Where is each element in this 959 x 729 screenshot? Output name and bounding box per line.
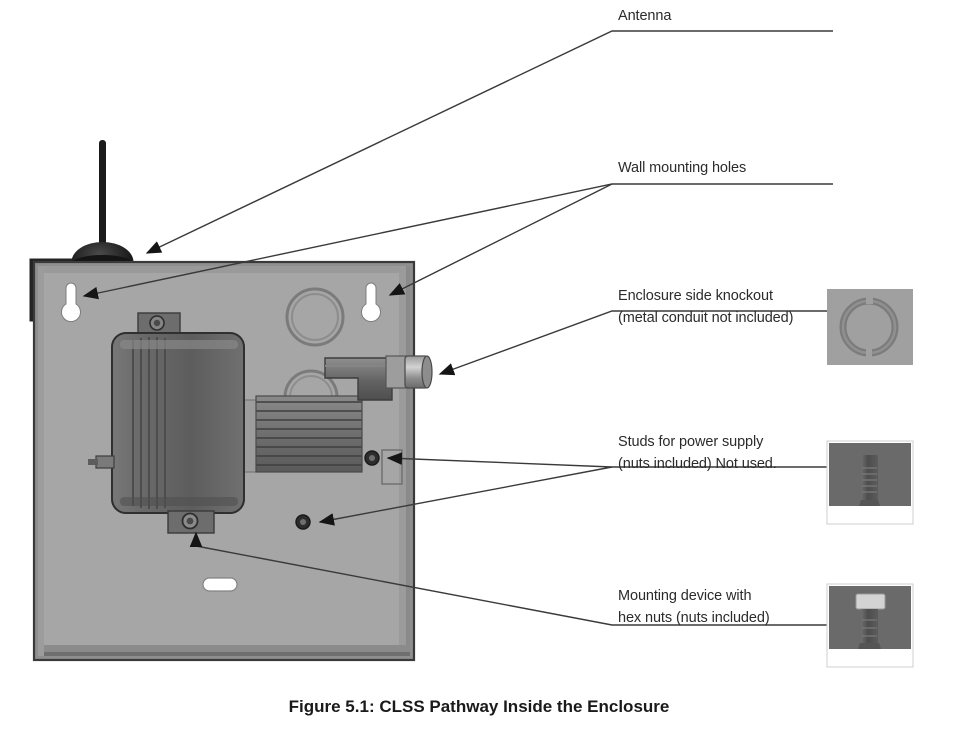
callout-label-antenna: Antenna	[618, 8, 672, 24]
leader-antenna	[145, 30, 833, 254]
callout-label-studs-for-power-supply: Studs for power supply (nuts included) N…	[618, 434, 777, 472]
leader-mounting-device	[189, 531, 833, 626]
wall-mount-keyhole-left	[61, 282, 81, 323]
device-side-connector	[88, 455, 115, 469]
device-bracket-top	[137, 312, 181, 336]
callout-label-wall-mounting-holes: Wall mounting holes	[618, 160, 746, 176]
callout-leaders	[82, 30, 833, 626]
device-bracket-bottom	[167, 510, 215, 534]
callout-mounting-line-1: Mounting device with	[618, 588, 751, 604]
leader-knockout	[438, 310, 833, 376]
hex-nut-stud-thumbnail	[826, 583, 914, 668]
leader-stud-lower	[318, 466, 613, 526]
callout-wall-holes-line-1: Wall mounting holes	[618, 160, 746, 176]
wall-mount-keyhole-right	[361, 282, 381, 323]
callout-knockout-line-2: (metal conduit not included)	[618, 310, 793, 326]
callout-knockout-line-1: Enclosure side knockout	[618, 288, 773, 304]
power-stud-upper	[364, 450, 380, 466]
enclosure-knockout-top	[285, 287, 345, 347]
callout-label-mounting-device: Mounting device with hex nuts (nuts incl…	[618, 588, 770, 626]
callout-label-enclosure-side-knockout: Enclosure side knockout (metal conduit n…	[618, 288, 793, 326]
conduit-fitting	[385, 355, 433, 389]
callout-studs-line-1: Studs for power supply	[618, 434, 764, 450]
knockout-ring-thumbnail	[827, 289, 913, 365]
device-ribs	[132, 337, 166, 509]
figure-caption: Figure 5.1: CLSS Pathway Inside the Encl…	[289, 697, 670, 716]
leader-wall-hole-right	[388, 183, 613, 296]
antenna-mast	[99, 140, 106, 262]
callout-mounting-line-2: hex nuts (nuts included)	[618, 610, 770, 626]
power-stud-lower	[295, 514, 311, 530]
enclosure-illustration	[29, 140, 433, 662]
clss-pathway-device	[88, 312, 245, 534]
stud-thumbnail	[826, 440, 914, 525]
enclosure-vent-slot	[202, 577, 238, 592]
stud-tab-outline	[381, 449, 403, 485]
callout-antenna-line-1: Antenna	[618, 8, 672, 24]
heatsink-fin-stack	[237, 395, 363, 473]
callout-studs-line-2: (nuts included) Not used.	[618, 456, 777, 472]
